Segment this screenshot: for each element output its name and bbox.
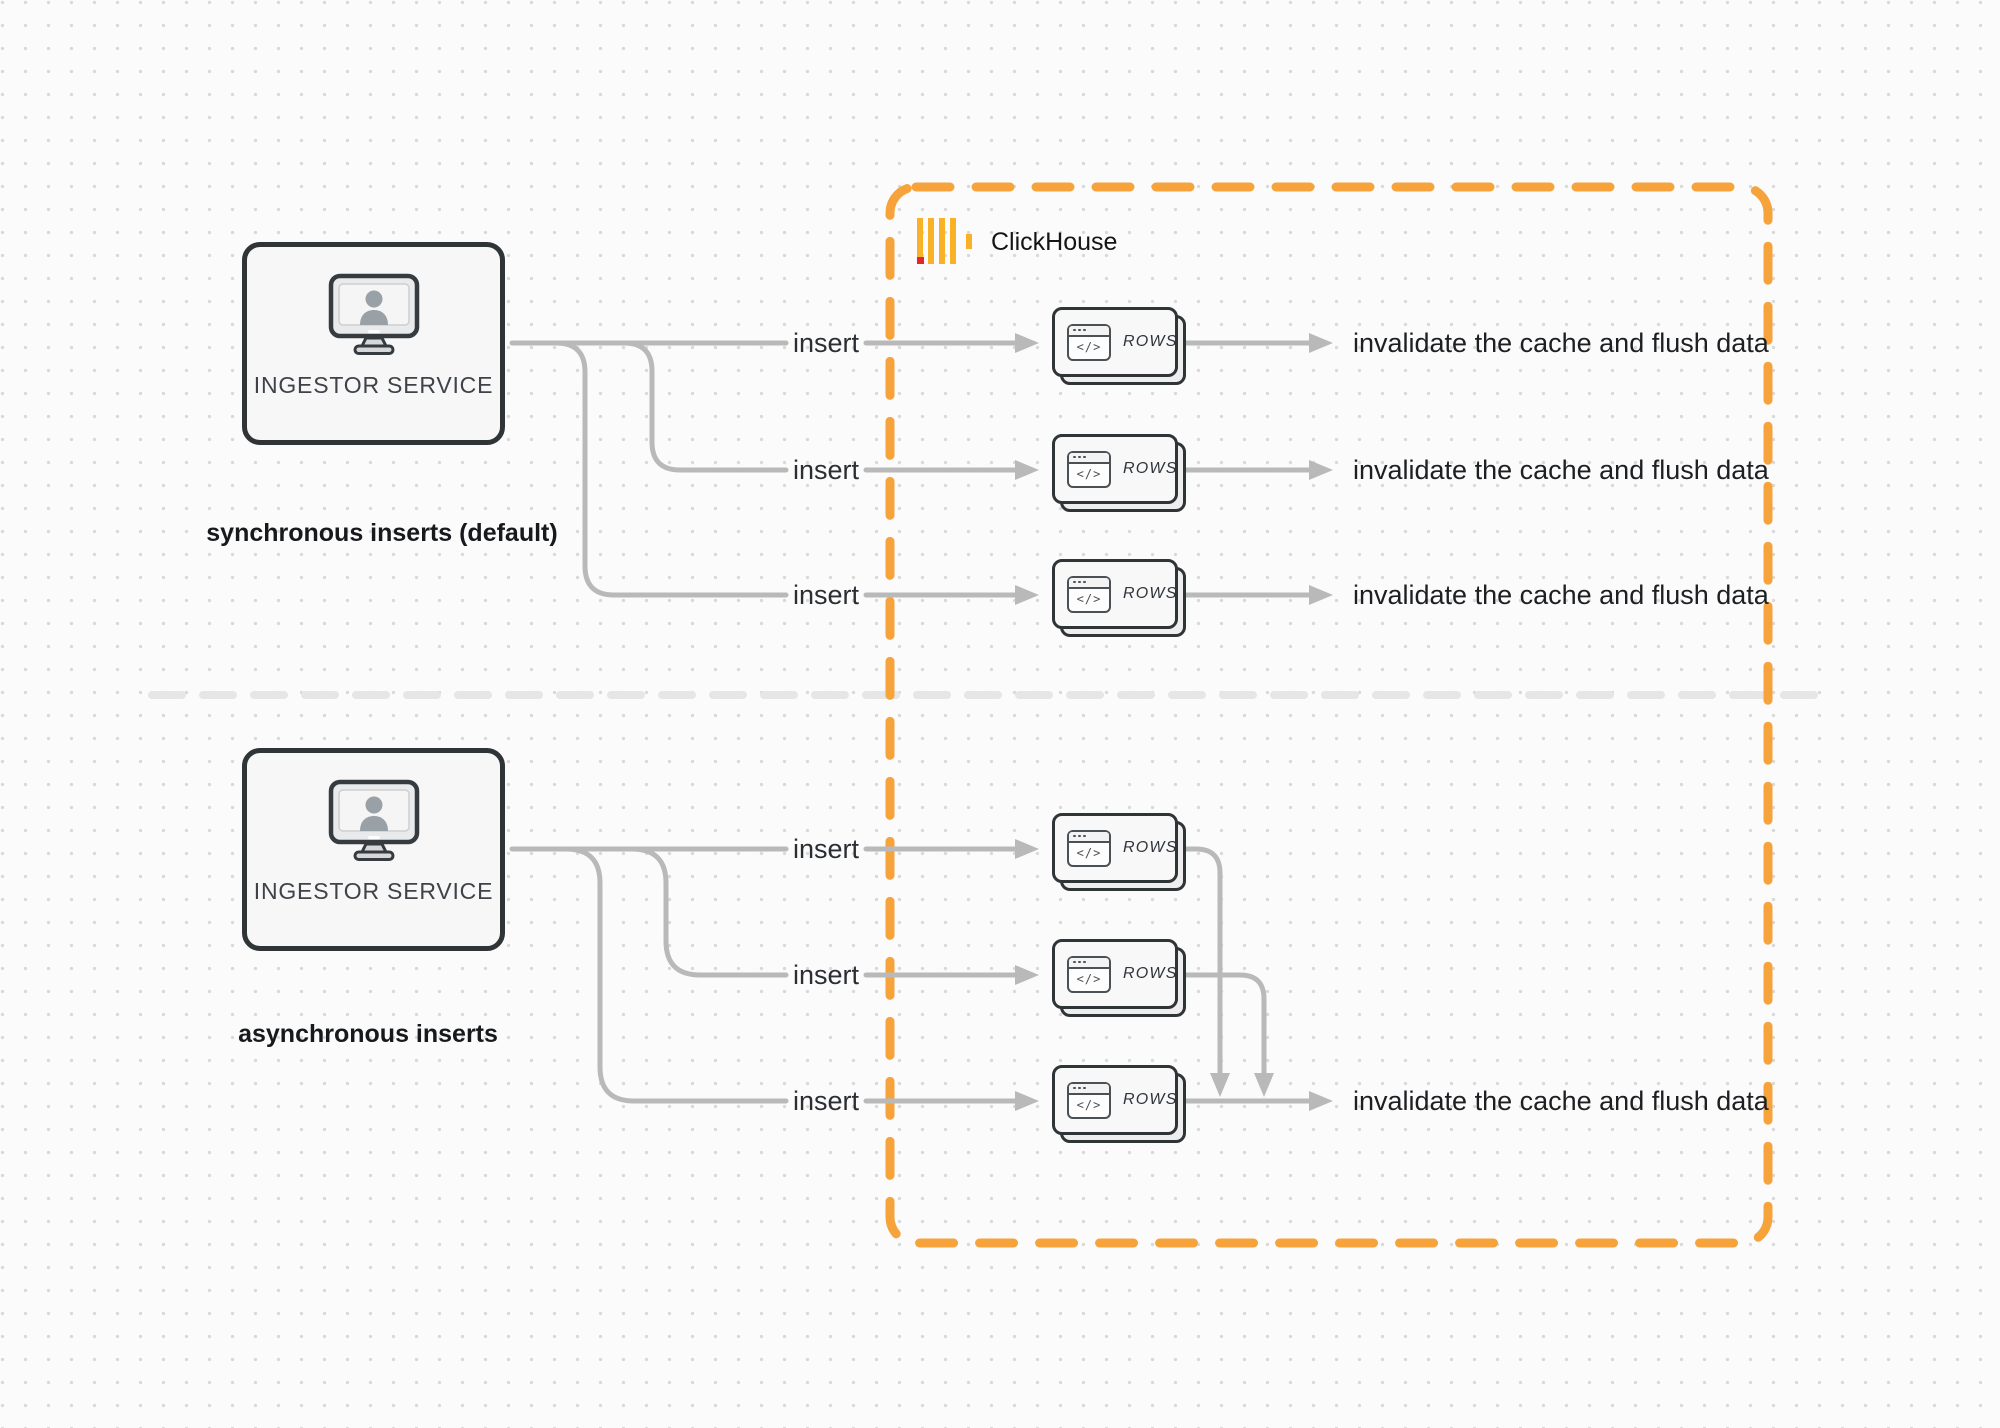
invalidate-label: invalidate the cache and flush data xyxy=(1353,328,1769,358)
async-merge-1 xyxy=(1183,846,1230,1097)
clickhouse-logo xyxy=(917,218,972,264)
code-window-icon: </> xyxy=(1067,575,1111,613)
async-section-caption: asynchronous inserts xyxy=(238,1020,498,1048)
rows-label: ROWS xyxy=(1123,1091,1178,1108)
async-merge-2 xyxy=(1183,972,1274,1097)
rows-card-front: </> ROWS xyxy=(1052,434,1178,504)
async-branch-3 xyxy=(563,846,789,1104)
insert-label: insert xyxy=(792,455,860,485)
async-branch-2 xyxy=(629,846,789,978)
rows-node: </> ROWS xyxy=(1052,434,1186,512)
rows-card-front: </> ROWS xyxy=(1052,939,1178,1009)
rows-label: ROWS xyxy=(1123,839,1178,856)
sync-branch-2 xyxy=(621,340,789,473)
rows-node: </> ROWS xyxy=(1052,1065,1186,1143)
code-window-icon: </> xyxy=(1067,955,1111,993)
rows-label: ROWS xyxy=(1123,965,1178,982)
invalidate-label: invalidate the cache and flush data xyxy=(1353,580,1769,610)
sync-section-caption: synchronous inserts (default) xyxy=(206,519,558,547)
insert-label: insert xyxy=(792,580,860,610)
rows-card-front: </> ROWS xyxy=(1052,1065,1178,1135)
insert-label: insert xyxy=(792,1086,860,1116)
sync-branch-3 xyxy=(553,340,789,598)
rows-label: ROWS xyxy=(1123,585,1178,602)
code-window-icon: </> xyxy=(1067,829,1111,867)
rows-card-front: </> ROWS xyxy=(1052,307,1178,377)
invalidate-label: invalidate the cache and flush data xyxy=(1353,455,1769,485)
ingestor-service-label: INGESTOR SERVICE xyxy=(253,878,494,904)
ingestor-service-label: INGESTOR SERVICE xyxy=(253,372,494,398)
sync-connectors xyxy=(509,333,1333,605)
code-window-icon: </> xyxy=(1067,1081,1111,1119)
monitor-user-icon xyxy=(328,779,419,861)
invalidate-label: invalidate the cache and flush data xyxy=(1353,1086,1769,1116)
insert-label: insert xyxy=(792,960,860,990)
ingestor-service-box-sync: INGESTOR SERVICE xyxy=(242,242,505,445)
rows-card-front: </> ROWS xyxy=(1052,559,1178,629)
code-window-icon: </> xyxy=(1067,450,1111,488)
clickhouse-label: ClickHouse xyxy=(991,228,1118,256)
insert-label: insert xyxy=(792,834,860,864)
rows-node: </> ROWS xyxy=(1052,307,1186,385)
rows-node: </> ROWS xyxy=(1052,939,1186,1017)
rows-card-front: </> ROWS xyxy=(1052,813,1178,883)
async-connectors xyxy=(509,839,1333,1111)
code-window-icon: </> xyxy=(1067,323,1111,361)
ingestor-service-box-async: INGESTOR SERVICE xyxy=(242,748,505,951)
rows-label: ROWS xyxy=(1123,460,1178,477)
insert-label: insert xyxy=(792,328,860,358)
rows-node: </> ROWS xyxy=(1052,813,1186,891)
rows-label: ROWS xyxy=(1123,333,1178,350)
rows-node: </> ROWS xyxy=(1052,559,1186,637)
monitor-user-icon xyxy=(328,273,419,355)
